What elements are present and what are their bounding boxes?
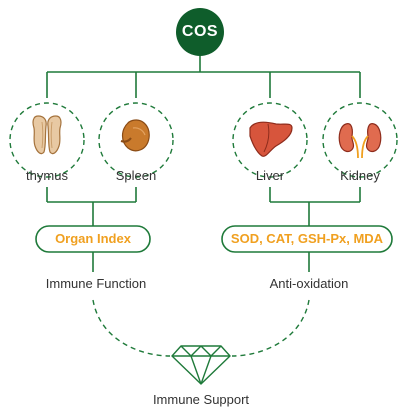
right-dashed-arc [231,299,310,357]
tree-connectors [46,56,361,272]
thymus-icon [32,115,62,155]
root-label: COS [181,23,219,40]
antioxidant-markers-label: SOD, CAT, GSH-Px, MDA [230,231,384,246]
anti-oxidation-label: Anti-oxidation [269,276,349,291]
organ-rings [9,102,398,178]
immune-function-label: Immune Function [45,276,147,291]
spleen-icon [120,119,150,152]
organ-label-liver: Liver [255,168,285,183]
kidney-icon [338,123,382,159]
organ-index-pill [35,225,151,253]
organ-index-label: Organ Index [55,231,131,246]
immune-support-label: Immune Support [152,392,250,407]
organ-label-kidney: Kidney [340,168,380,183]
organ-label-spleen: Spleen [115,168,157,183]
diamond-icon [171,345,231,385]
left-dashed-arc [92,299,171,357]
organ-label-thymus: thymus [26,168,68,183]
liver-icon [249,121,293,157]
antioxidant-markers-pill [221,225,393,253]
root-node [176,8,224,56]
